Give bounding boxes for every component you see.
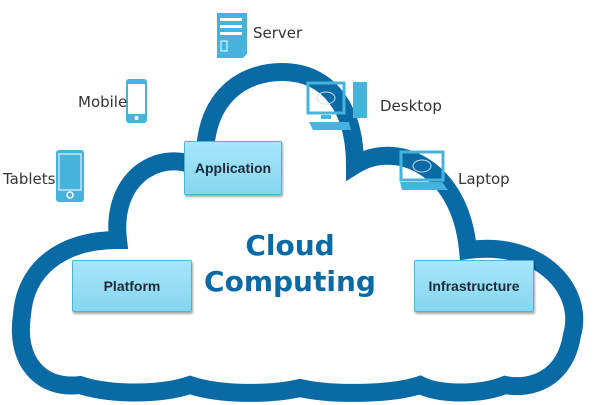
tablet-icon: [56, 150, 84, 202]
laptop-icon: [399, 150, 448, 190]
server-label: Server: [253, 24, 303, 42]
application-box: Application: [184, 141, 282, 195]
diagram-title: Cloud Computing: [190, 228, 390, 300]
tablets-label: Tablets: [3, 170, 56, 188]
title-line-2: Computing: [204, 265, 376, 298]
desktop-icon: [306, 81, 367, 130]
infrastructure-box: Infrastructure: [414, 260, 534, 312]
platform-box: Platform: [72, 260, 192, 312]
server-icon: [217, 13, 247, 58]
title-line-1: Cloud: [245, 229, 335, 262]
mobile-icon: [126, 79, 147, 123]
mobile-label: Mobile: [78, 93, 128, 111]
desktop-label: Desktop: [380, 97, 442, 115]
laptop-label: Laptop: [458, 170, 510, 188]
